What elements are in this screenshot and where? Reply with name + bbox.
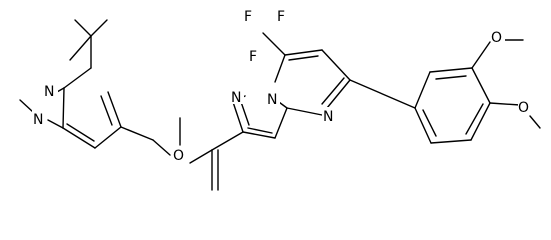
atom-o-methoxy-2: O — [518, 100, 529, 116]
bond-ar-3 — [471, 67, 491, 104]
bond-ar-6 — [414, 107, 432, 144]
bond-pm-6 — [288, 55, 319, 61]
bond-pz-2 — [62, 87, 65, 129]
bond-pz-3 — [62, 127, 96, 149]
bond-cf3-f2 — [90, 19, 108, 37]
atom-f1: F — [244, 9, 252, 25]
bond-ar-7 — [435, 75, 467, 80]
bond-ar-8 — [465, 103, 484, 135]
atom-o-methoxy-1: O — [491, 30, 502, 46]
bond-ch2-1 — [120, 126, 154, 141]
bond-pm-1 — [286, 107, 323, 116]
atom-n-pyrimidine: N — [323, 109, 333, 125]
bond-fused-4 — [274, 107, 288, 139]
atom-n-fused: N — [267, 92, 277, 108]
atom-n-amide: O — [173, 148, 184, 164]
bond-ome1-o — [471, 41, 491, 69]
bond-pm-cf3 — [262, 32, 286, 56]
bond-cf3-f3 — [69, 35, 92, 61]
bond-ome2-o — [489, 102, 521, 106]
bond-ch2-2 — [152, 139, 171, 156]
bonds — [19, 19, 541, 191]
atom-n-bridge: N — [231, 90, 241, 106]
bond-pz-nmethyl — [19, 99, 34, 113]
bond-ar-1 — [414, 71, 431, 109]
bond-ar-9 — [422, 109, 437, 137]
bond-fused-1 — [232, 101, 244, 133]
bond-pz-7 — [66, 123, 95, 142]
bond-fused-3 — [247, 127, 273, 134]
bond-fused-2 — [242, 131, 276, 139]
bond-pm-7 — [274, 54, 286, 83]
atom-n-pyrazole-2: N — [33, 112, 43, 128]
bond-pz-1 — [63, 67, 92, 89]
bond-pm-5 — [284, 49, 323, 56]
bond-ar-5 — [430, 139, 472, 144]
atom-f3: F — [249, 49, 257, 65]
bond-pm-3 — [321, 77, 345, 105]
bond-cf3-f1 — [74, 19, 92, 37]
structure-diagram: F F F O O N N N N N O — [19, 8, 541, 191]
bond-pz-4 — [94, 126, 122, 149]
bond-ar-2 — [429, 67, 473, 73]
bond-pz-5 — [107, 91, 122, 128]
bond-pm-2 — [326, 79, 351, 109]
bond-pz-6 — [100, 95, 113, 126]
bond-ome2-me — [529, 115, 541, 129]
atom-f2: F — [277, 9, 285, 25]
bond-pz-8 — [47, 119, 64, 129]
bond-n-carbonyl — [189, 149, 213, 164]
atom-n-pyrazole-1: N — [44, 84, 54, 100]
bond-carbonyl-ring — [211, 131, 244, 151]
bond-pm-4 — [321, 49, 351, 81]
bond-ar-link — [349, 79, 416, 109]
atom-labels: F F F O O N N N N N O — [32, 8, 532, 164]
bond-ar-4 — [470, 102, 491, 141]
molecule-canvas: F F F O O N N N N N O — [19, 8, 541, 191]
